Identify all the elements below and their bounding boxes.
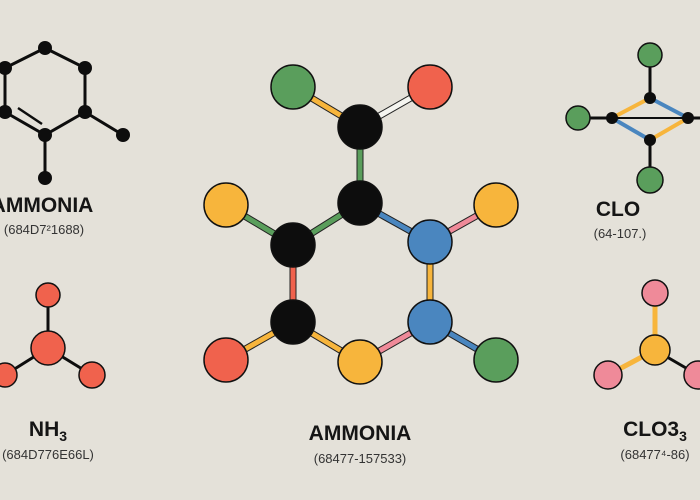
formula-text: CLO3	[623, 418, 680, 441]
formula-subscript: 3	[59, 428, 68, 445]
label-clo3: CLO33	[623, 418, 687, 444]
atom	[593, 360, 623, 390]
bond	[4, 110, 46, 137]
bond	[649, 96, 689, 120]
atom	[682, 112, 694, 124]
atom	[38, 171, 52, 185]
bond	[610, 116, 652, 142]
bond	[4, 46, 46, 70]
bond	[84, 110, 124, 137]
atom	[203, 182, 249, 228]
bond	[611, 96, 651, 120]
atom	[0, 105, 12, 119]
code-clo3: (68477⁴-86)	[620, 447, 690, 462]
code-ammonia-left: (684D7²1688)	[3, 222, 85, 237]
atom	[270, 299, 316, 345]
bond	[44, 46, 86, 70]
bond	[44, 110, 86, 137]
atom	[407, 219, 453, 265]
formula-text: NH	[28, 418, 60, 441]
atom	[38, 128, 52, 142]
label-ammonia-left: AMMONIA	[0, 194, 94, 217]
atom	[30, 330, 66, 366]
atom	[337, 104, 383, 150]
atom	[639, 334, 671, 366]
atom	[473, 182, 519, 228]
code-nh3: (684D776E66L)	[2, 447, 94, 462]
atom	[683, 360, 700, 390]
atom	[203, 337, 249, 383]
atom	[636, 166, 664, 194]
atom	[0, 61, 12, 75]
bond	[648, 116, 690, 142]
atom	[270, 222, 316, 268]
atom	[78, 361, 106, 389]
atom	[0, 362, 18, 388]
bond	[17, 106, 43, 126]
atom	[473, 337, 519, 383]
atom	[337, 180, 383, 226]
atom	[606, 112, 618, 124]
atom	[644, 134, 656, 146]
atom	[337, 339, 383, 385]
code-clo: (64-107.)	[593, 226, 647, 241]
label-clo: CLO	[595, 198, 641, 221]
atom	[637, 42, 663, 68]
atom	[641, 279, 669, 307]
atom	[407, 299, 453, 345]
code-ammonia-center: (68477-157533)	[313, 451, 407, 466]
atom	[38, 41, 52, 55]
atom	[78, 61, 92, 75]
atom	[78, 105, 92, 119]
label-nh3: NH3	[29, 418, 67, 444]
atom	[644, 92, 656, 104]
atom	[116, 128, 130, 142]
atom	[270, 64, 316, 110]
formula-subscript: 3	[679, 428, 687, 445]
atom	[565, 105, 591, 131]
label-ammonia-center: AMMONIA	[308, 422, 412, 445]
atom	[35, 282, 61, 308]
atom	[407, 64, 453, 110]
